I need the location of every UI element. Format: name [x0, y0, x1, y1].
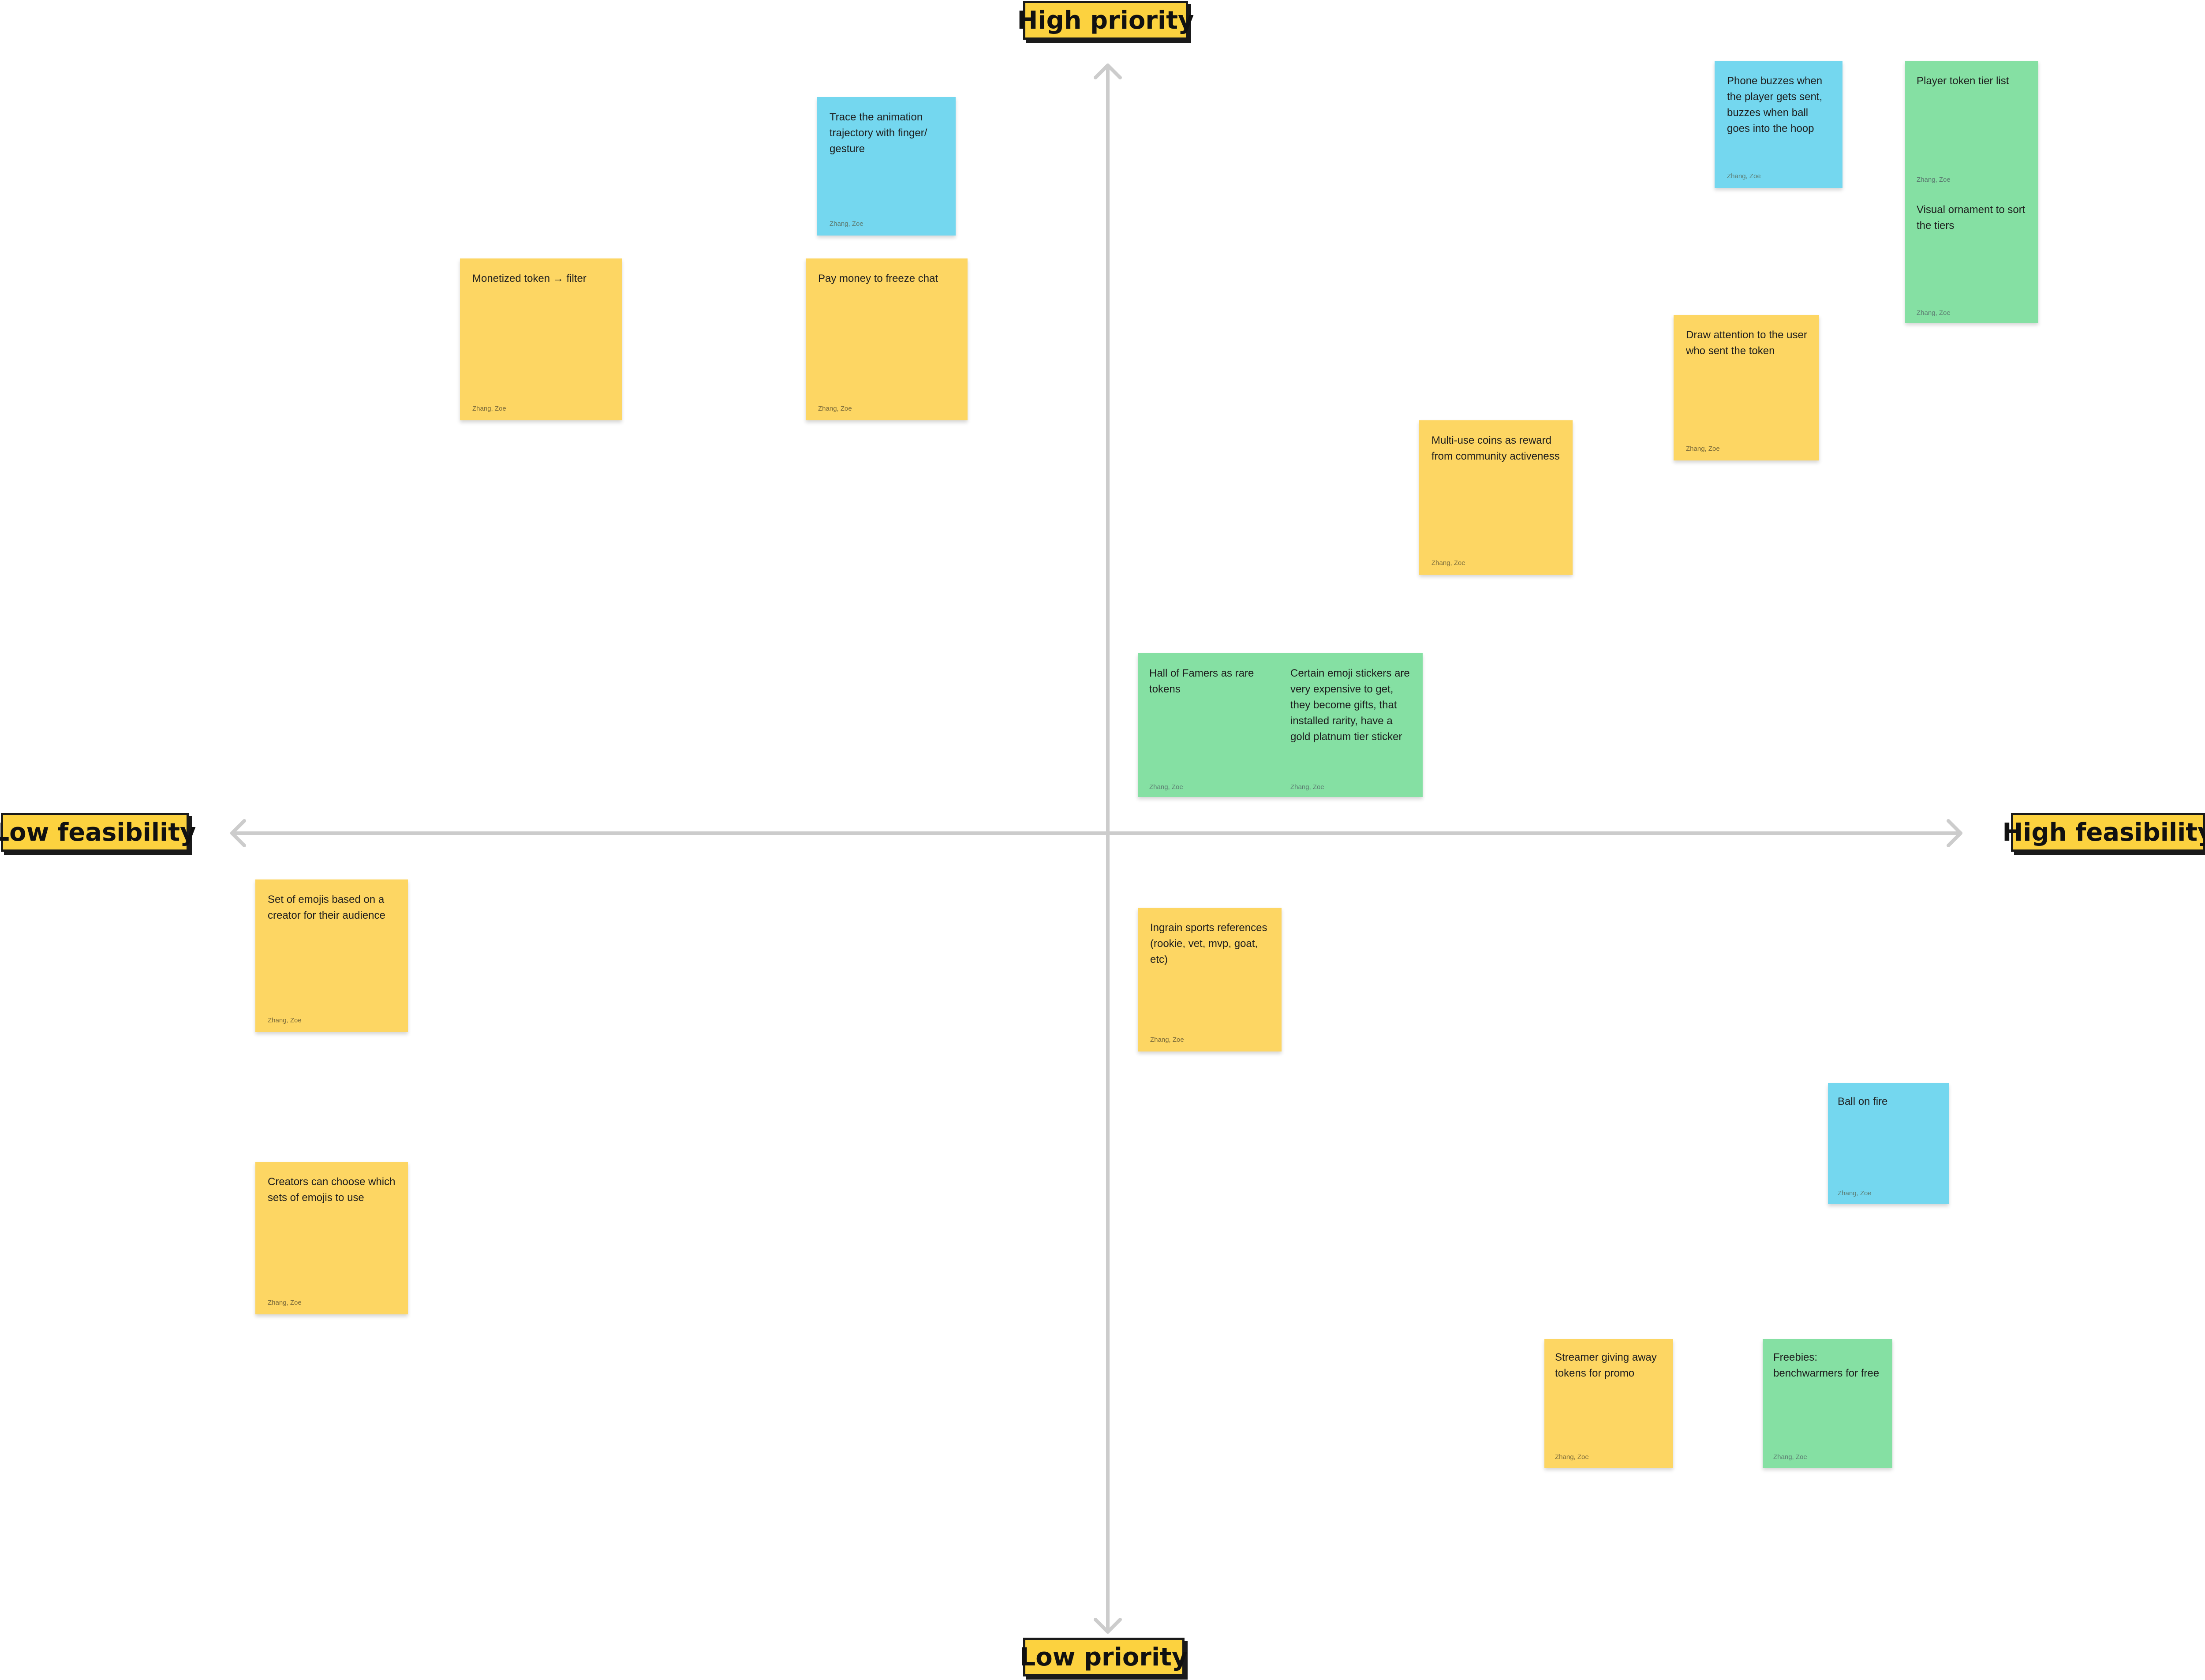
- sticky-note-author: Zhang, Zoe: [268, 1299, 302, 1306]
- arrow-left-icon: [230, 819, 246, 847]
- sticky-note-author: Zhang, Zoe: [268, 1017, 302, 1024]
- sticky-note-sports-references[interactable]: Ingrain sports references (rookie, vet, …: [1138, 908, 1282, 1051]
- sticky-note-text: Multi-use coins as reward from community…: [1431, 434, 1560, 462]
- sticky-note-draw-attention[interactable]: Draw attention to the user who sent the …: [1674, 315, 1819, 460]
- sticky-note-freebies[interactable]: Freebies: benchwarmers for free Zhang, Z…: [1763, 1339, 1892, 1468]
- sticky-note-text: Hall of Famers as rare tokens: [1149, 667, 1257, 695]
- sticky-note-text: Set of emojis based on a creator for the…: [268, 894, 387, 921]
- sticky-note-text: Player token tier list: [1917, 75, 2009, 87]
- sticky-note-freeze-chat[interactable]: Pay money to freeze chat Zhang, Zoe: [806, 258, 968, 420]
- sticky-note-text: Ingrain sports references (rookie, vet, …: [1150, 922, 1271, 965]
- sticky-note-text: Trace the animation trajectory with fing…: [830, 111, 931, 155]
- sticky-note-author: Zhang, Zoe: [1686, 445, 1720, 453]
- sticky-note-trace-animation[interactable]: Trace the animation trajectory with fing…: [817, 97, 956, 236]
- sticky-note-ball-on-fire[interactable]: Ball on fire Zhang, Zoe: [1828, 1083, 1949, 1204]
- sticky-note-author: Zhang, Zoe: [1773, 1453, 1807, 1461]
- sticky-note-text: Visual ornament to sort the tiers: [1917, 204, 2029, 232]
- arrow-up-icon: [1094, 64, 1122, 79]
- sticky-note-hall-of-famers[interactable]: Hall of Famers as rare tokens Zhang, Zoe: [1138, 653, 1279, 797]
- axis-label-high-feasibility[interactable]: High feasibility: [2002, 813, 2205, 852]
- sticky-note-author: Zhang, Zoe: [1727, 172, 1761, 180]
- axis-label-low-priority[interactable]: Low priority: [1020, 1638, 1188, 1676]
- sticky-note-text: Streamer giving away tokens for promo: [1555, 1351, 1660, 1379]
- sticky-note-author: Zhang, Zoe: [1838, 1190, 1872, 1197]
- arrow-right-icon: [1947, 819, 1962, 847]
- sticky-note-author: Zhang, Zoe: [1290, 783, 1324, 791]
- sticky-note-text: Draw attention to the user who sent the …: [1686, 329, 1810, 357]
- sticky-note-author: Zhang, Zoe: [472, 405, 506, 412]
- sticky-note-multi-use-coins[interactable]: Multi-use coins as reward from community…: [1419, 420, 1573, 575]
- sticky-note-text: Creators can choose which sets of emojis…: [268, 1176, 399, 1204]
- axis-label-high-priority[interactable]: High priority: [1017, 1, 1194, 40]
- sticky-note-creators-choose[interactable]: Creators can choose which sets of emojis…: [255, 1162, 408, 1314]
- sticky-note-author: Zhang, Zoe: [1149, 783, 1183, 791]
- sticky-note-author: Zhang, Zoe: [818, 405, 852, 412]
- arrow-down-icon: [1094, 1618, 1122, 1634]
- sticky-note-author: Zhang, Zoe: [1555, 1453, 1589, 1461]
- sticky-note-stack-tiers[interactable]: Player token tier list Zhang, Zoe Visual…: [1905, 61, 2038, 323]
- sticky-note-text: Phone buzzes when the player gets sent, …: [1727, 75, 1825, 135]
- sticky-note-streamer-giving[interactable]: Streamer giving away tokens for promo Zh…: [1544, 1339, 1673, 1468]
- sticky-note-author: Zhang, Zoe: [830, 220, 863, 228]
- sticky-note-author: Zhang, Zoe: [1150, 1036, 1184, 1044]
- sticky-note-visual-ornament[interactable]: Visual ornament to sort the tiers Zhang,…: [1905, 190, 2038, 323]
- sticky-note-emoji-stickers[interactable]: Certain emoji stickers are very expensiv…: [1279, 653, 1423, 797]
- sticky-note-author: Zhang, Zoe: [1917, 176, 1951, 183]
- sticky-note-text: Certain emoji stickers are very expensiv…: [1290, 667, 1413, 743]
- sticky-note-text: Freebies: benchwarmers for free: [1773, 1351, 1880, 1379]
- sticky-note-set-of-emojis[interactable]: Set of emojis based on a creator for the…: [255, 879, 408, 1032]
- sticky-note-author: Zhang, Zoe: [1431, 559, 1465, 567]
- sticky-note-author: Zhang, Zoe: [1917, 309, 1951, 317]
- sticky-note-text: Ball on fire: [1838, 1096, 1888, 1108]
- sticky-note-stack-rarity[interactable]: Hall of Famers as rare tokens Zhang, Zoe…: [1138, 653, 1423, 797]
- axis-label-low-feasibility[interactable]: Low feasibility: [0, 813, 196, 852]
- sticky-note-phone-buzzes[interactable]: Phone buzzes when the player gets sent, …: [1715, 61, 1842, 188]
- sticky-note-monetized-token[interactable]: Monetized token → filter Zhang, Zoe: [460, 258, 622, 420]
- sticky-note-text: Monetized token → filter: [472, 273, 587, 284]
- sticky-note-text: Pay money to freeze chat: [818, 273, 938, 284]
- sticky-note-tier-list[interactable]: Player token tier list Zhang, Zoe: [1905, 61, 2038, 190]
